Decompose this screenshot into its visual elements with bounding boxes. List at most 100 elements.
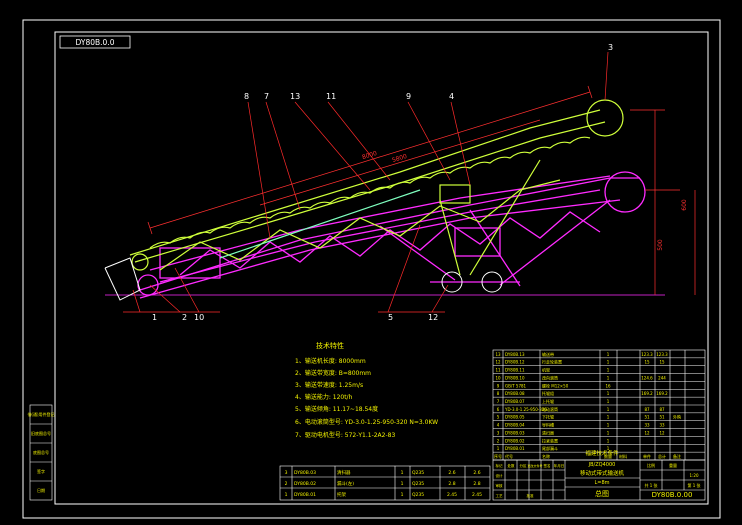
parts-header-cell: 数量 bbox=[604, 453, 612, 459]
tech-spec-line: 3、输送带速度: 1.25m/s bbox=[295, 381, 363, 389]
lower-table-cell: 2.8 bbox=[448, 481, 455, 487]
title-institute: 福建技术条件 bbox=[585, 449, 619, 457]
balloon-9: 9 bbox=[406, 92, 411, 101]
parts-cell: 5 bbox=[497, 415, 500, 420]
svg-text:DY80B.0.0: DY80B.0.0 bbox=[76, 38, 115, 47]
part-balloons: 1 2 10 5 12 8 7 13 11 9 4 3 bbox=[152, 43, 613, 322]
balloon-10: 10 bbox=[194, 313, 204, 322]
parts-cell: 123.3 bbox=[641, 352, 653, 357]
parts-cell: 8 bbox=[497, 391, 500, 396]
parts-header-cell: 序号 bbox=[494, 453, 502, 459]
outer-frame bbox=[22, 19, 721, 519]
balloon-13: 13 bbox=[290, 92, 300, 101]
title-sheet-no: 第 1 张 bbox=[687, 482, 700, 488]
lower-table-cell: 2.6 bbox=[448, 470, 455, 476]
title-header-cell: 处数 bbox=[508, 463, 516, 468]
parts-cell: 1 bbox=[607, 360, 610, 365]
lower-table-cell: 2.6 bbox=[473, 470, 480, 476]
lower-table-cell: DY80B.02 bbox=[294, 481, 316, 487]
inner-frame bbox=[54, 31, 709, 505]
lower-table-cell: 托架 bbox=[337, 491, 346, 498]
parts-cell: 1 bbox=[607, 407, 610, 412]
tech-spec-title: 技术特性 bbox=[316, 341, 344, 350]
lower-table-cell: 1 bbox=[401, 481, 404, 487]
conveyor-upper-position bbox=[129, 99, 624, 276]
parts-cell: 7 bbox=[497, 399, 500, 404]
lower-table-cell: 清扫器 bbox=[337, 469, 351, 476]
parts-cell: 33 bbox=[659, 423, 665, 428]
title-role-label: 审核 bbox=[496, 483, 504, 488]
dimension-right-height: 600 bbox=[681, 199, 688, 211]
dimension-overall-length: 8000 bbox=[361, 150, 378, 161]
balloon-1: 1 bbox=[152, 313, 157, 322]
lower-table-cell: DY80B.03 bbox=[294, 470, 316, 476]
parts-cell: 12 bbox=[659, 430, 665, 435]
parts-cell: DY80B.07 bbox=[505, 399, 525, 404]
parts-cell: 1 bbox=[607, 430, 610, 435]
side-label: 日期 bbox=[37, 487, 45, 493]
title-scale-value: 1:20 bbox=[690, 473, 699, 478]
parts-cell: 11 bbox=[495, 368, 501, 373]
parts-cell: 123.3 bbox=[656, 352, 668, 357]
title-header-cell: 更改文件号 bbox=[527, 463, 542, 468]
technical-specification: 技术特性 1、输送机长度: 8000mm 2、输送带宽度: B=800mm 3、… bbox=[295, 341, 438, 439]
tech-spec-line: 6、电动滚筒型号: YD-3.0-1.25-950-320 N=3.0KW bbox=[295, 418, 438, 426]
balloon-12: 12 bbox=[428, 313, 438, 322]
parts-cell: 169.2 bbox=[656, 391, 668, 396]
title-product-name: 移动式带式输送机 bbox=[580, 469, 625, 477]
tech-spec-line: 7、驱动电机型号: 572-Y1.1-2A2-83 bbox=[295, 431, 395, 439]
lower-table-cell: Q235 bbox=[412, 492, 424, 498]
lower-table-cell: 2.45 bbox=[472, 492, 482, 498]
parts-cell: 1 bbox=[607, 415, 610, 420]
parts-cell: 行走轮装置 bbox=[542, 359, 562, 365]
side-label: 旧底图总号 bbox=[31, 430, 51, 436]
title-drawing-type: 总图 bbox=[595, 489, 609, 498]
balloon-3: 3 bbox=[608, 43, 613, 52]
parts-cell: 12 bbox=[495, 360, 501, 365]
parts-cell: 1 bbox=[607, 423, 610, 428]
parts-cell: 244 bbox=[658, 375, 666, 380]
balloon-4: 4 bbox=[449, 92, 454, 101]
title-block bbox=[492, 459, 706, 501]
parts-header-cell: 备注 bbox=[673, 453, 681, 459]
tech-spec-line: 4、输送能力: 120t/h bbox=[295, 393, 353, 401]
parts-cell: 3 bbox=[497, 430, 500, 435]
title-spec-line: L=8m bbox=[594, 480, 609, 486]
parts-cell: 2 bbox=[497, 438, 500, 443]
lower-table-cell: DY80B.01 bbox=[294, 492, 316, 498]
parts-cell: 托辊组 bbox=[542, 390, 554, 396]
parts-header-cell: 材料 bbox=[619, 453, 627, 459]
parts-cell: 51 bbox=[659, 415, 665, 420]
title-weight-label: 重量 bbox=[669, 462, 677, 468]
parts-cell: 清扫器 bbox=[542, 429, 554, 435]
balloon-2: 2 bbox=[182, 313, 187, 322]
dimension-mid-length: 5800 bbox=[391, 153, 408, 164]
parts-cell: 1 bbox=[497, 446, 500, 451]
parts-cell: 导料槽 bbox=[542, 422, 554, 428]
parts-header-cell: 名称 bbox=[542, 453, 550, 459]
title-header-cell: 年月日 bbox=[554, 463, 565, 468]
side-label: 借(通)用件登记 bbox=[27, 411, 54, 417]
parts-cell: 螺栓 M12×50 bbox=[542, 382, 569, 388]
parts-header-cell: 单件 bbox=[643, 453, 651, 459]
parts-cell: DY80B.05 bbox=[505, 415, 525, 420]
balloon-11: 11 bbox=[326, 92, 336, 101]
parts-cell: 9 bbox=[497, 383, 500, 388]
lower-table-cell: Q235 bbox=[412, 470, 424, 476]
title-role-label: 批准 bbox=[527, 493, 535, 498]
lower-table-cell: 2.45 bbox=[447, 492, 457, 498]
parts-cell: 15 bbox=[659, 360, 665, 365]
dimension-left-height: 500 bbox=[657, 239, 664, 251]
parts-cell: 1 bbox=[607, 438, 610, 443]
parts-cell: 6 bbox=[497, 407, 500, 412]
dimension-lines bbox=[147, 85, 696, 295]
side-label: 底图总号 bbox=[33, 449, 49, 455]
parts-header-cell: 总计 bbox=[658, 453, 666, 459]
lower-table-cell: 1 bbox=[401, 470, 404, 476]
parts-cell: 4 bbox=[497, 423, 500, 428]
parts-cell: DY80B.03 bbox=[505, 430, 525, 435]
wheel-left bbox=[441, 271, 463, 293]
title-role-label: 工艺 bbox=[496, 493, 504, 498]
